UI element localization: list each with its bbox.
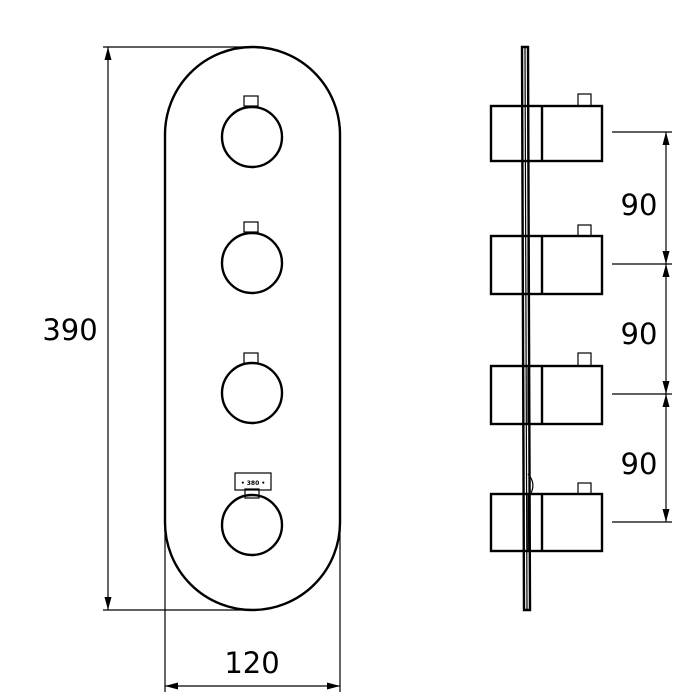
knob-indicator-tab bbox=[243, 352, 259, 364]
spacing-value-3: 90 bbox=[621, 447, 658, 481]
knob-body bbox=[489, 492, 604, 553]
side-knob-4 bbox=[489, 473, 604, 553]
knob-body bbox=[489, 104, 604, 163]
knob-body bbox=[489, 364, 604, 426]
knob-tab bbox=[577, 224, 592, 237]
faceplate-outline bbox=[163, 45, 342, 612]
arrow bbox=[662, 264, 670, 277]
arrow-left bbox=[165, 682, 178, 690]
arrow-down bbox=[104, 597, 112, 610]
arrow bbox=[662, 251, 670, 264]
knob-tab bbox=[577, 482, 592, 495]
temperature-label-box bbox=[234, 472, 272, 491]
side-knob-2 bbox=[489, 224, 604, 296]
knob-circle bbox=[220, 493, 284, 557]
arrow-right bbox=[327, 682, 340, 690]
side-knob-1 bbox=[489, 93, 604, 163]
knob-indicator-tab bbox=[244, 488, 260, 499]
width-value: 120 bbox=[224, 646, 279, 680]
spacing-dimensions: 90 90 90 bbox=[612, 131, 672, 523]
spacing-value-2: 90 bbox=[621, 317, 658, 351]
arrow bbox=[662, 394, 670, 407]
knob-indicator-tab bbox=[243, 221, 259, 233]
height-value: 390 bbox=[42, 313, 97, 347]
front-knob-1 bbox=[220, 95, 284, 169]
side-plate-inner bbox=[524, 46, 528, 611]
side-view: 90 90 90 bbox=[489, 45, 672, 612]
knob-indicator-tab bbox=[243, 95, 259, 107]
arrow bbox=[662, 509, 670, 522]
arrow bbox=[662, 381, 670, 394]
knob-circle bbox=[220, 361, 284, 425]
spacing-value-1: 90 bbox=[621, 188, 658, 222]
knob-tab bbox=[577, 93, 592, 107]
temperature-label: • 380 • bbox=[241, 480, 265, 487]
arrow-up bbox=[104, 47, 112, 60]
knob-circle bbox=[220, 105, 284, 169]
front-knob-3 bbox=[220, 352, 284, 425]
knob-body bbox=[489, 234, 604, 296]
front-knob-4: • 380 • bbox=[220, 472, 284, 557]
width-dimension: 120 bbox=[164, 530, 341, 692]
height-dimension: 390 bbox=[42, 46, 252, 611]
knob-circle bbox=[220, 231, 284, 295]
diverter-bump bbox=[527, 473, 534, 494]
front-view: • 380 • 390 120 bbox=[42, 45, 342, 692]
knob-tab bbox=[577, 352, 592, 367]
side-knob-3 bbox=[489, 352, 604, 426]
side-plate bbox=[520, 45, 532, 612]
front-knob-2 bbox=[220, 221, 284, 295]
arrow bbox=[662, 132, 670, 145]
